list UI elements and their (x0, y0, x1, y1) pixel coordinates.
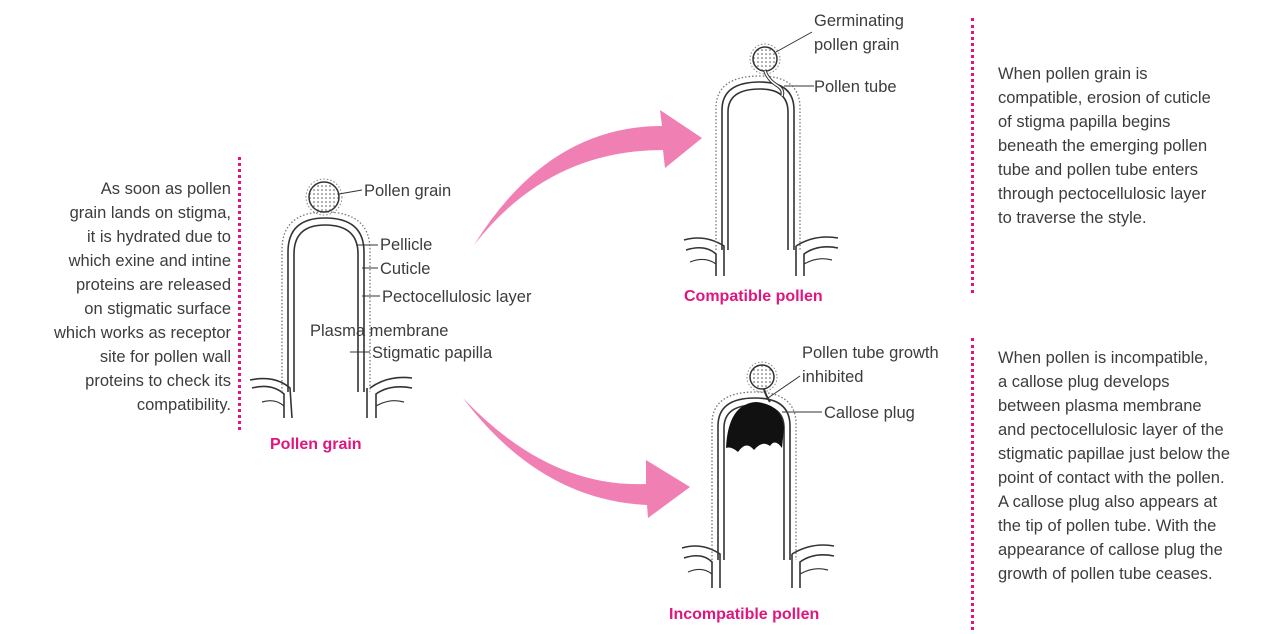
caption-pollen-grain: Pollen grain (270, 436, 362, 454)
label-pellicle: Pellicle (380, 236, 432, 254)
label-germinating-pollen-grain: pollen grain (814, 36, 899, 54)
label-pollen-grain: Pollen grain (364, 182, 451, 200)
arrow-to-incompatible (463, 398, 690, 518)
label-cuticle: Cuticle (380, 260, 430, 278)
arrow-to-compatible (474, 110, 702, 245)
label-inhibited: inhibited (802, 368, 863, 386)
label-pollen-tube-growth: Pollen tube growth (802, 344, 939, 362)
label-germinating: Germinating (814, 12, 904, 30)
caption-compatible-pollen: Compatible pollen (684, 288, 823, 306)
label-pectocellulosic-layer: Pectocellulosic layer (382, 288, 532, 306)
label-plasma-membrane: Plasma membrane (310, 322, 448, 340)
label-stigmatic-papilla: Stigmatic papilla (372, 344, 493, 362)
papilla-diagram-pollen: Pollen grain Pellicle Cuticle Pectocellu… (250, 179, 532, 418)
caption-incompatible-pollen: Incompatible pollen (669, 606, 819, 624)
label-callose-plug: Callose plug (824, 404, 915, 422)
papilla-diagram-compatible: Germinating pollen grain Pollen tube (684, 12, 904, 276)
papilla-diagram-incompatible: Pollen tube growth inhibited Callose plu… (682, 344, 939, 588)
label-pollen-tube: Pollen tube (814, 78, 897, 96)
